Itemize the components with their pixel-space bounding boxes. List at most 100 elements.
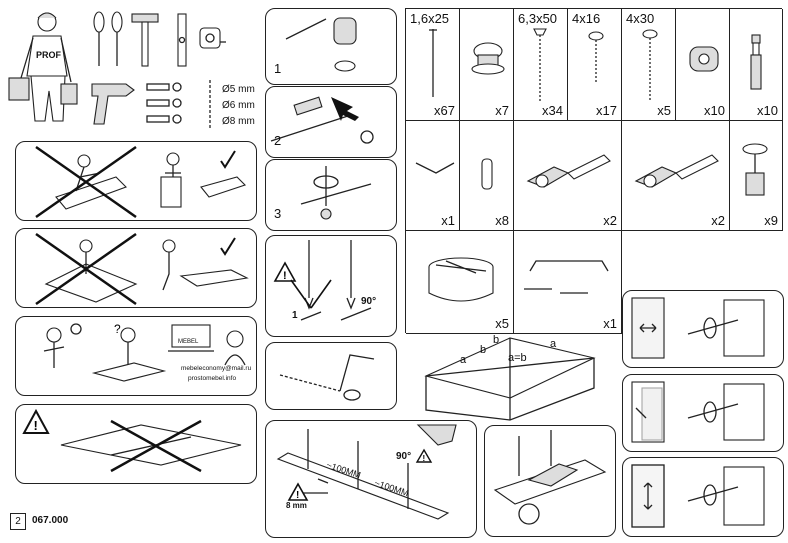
part-cell-hinge-1: x2 xyxy=(514,121,622,231)
label-b1: b xyxy=(493,334,500,346)
door-adjust-panel-3 xyxy=(622,457,784,537)
step-2-panel: 2 xyxy=(265,86,397,158)
cam-lock-icon xyxy=(689,46,719,72)
panel-dont-drag xyxy=(15,141,257,221)
confirmat-screw-wrench-illustration xyxy=(279,354,375,401)
screwdriver-angle-illustration xyxy=(290,240,372,321)
person-with-boards-figure: ? xyxy=(91,322,167,382)
part-cell-cam-cap: x7 xyxy=(460,9,514,121)
hammer-icon xyxy=(131,13,159,67)
step-3-panel: 3 xyxy=(265,159,397,231)
warning-triangle-icon: ! xyxy=(415,448,433,463)
parts-table: 1,6x25 x67 x7 6,3x50 x34 4x16 x17 4x30 x… xyxy=(405,8,783,334)
part-cell-screw-4x30: 4x30 x5 xyxy=(622,9,676,121)
round-foot-icon xyxy=(428,257,494,302)
handle-icon xyxy=(524,260,609,294)
drill-size-6: Ø6 mm xyxy=(222,100,255,111)
contact-site[interactable]: prostomebel.info xyxy=(188,375,237,382)
screwdriver-icon xyxy=(93,11,105,66)
part-qty: x10 xyxy=(704,103,725,118)
contact-email[interactable]: mebeleconomy@mail.ru xyxy=(181,365,252,372)
hinge-mount-illustration xyxy=(493,430,607,525)
warning-triangle-icon: ! xyxy=(22,408,50,434)
part-qty: x9 xyxy=(764,213,778,228)
part-qty: x34 xyxy=(542,103,563,118)
part-cell-dowel: x8 xyxy=(460,121,514,231)
part-qty: x7 xyxy=(495,103,509,118)
nail-icon xyxy=(429,29,437,97)
nail-angle: 90° xyxy=(396,451,412,462)
wrong-lifting-figure xyxy=(35,145,137,219)
support-operator-figure xyxy=(224,330,246,366)
wrong-standing-figure xyxy=(35,232,138,306)
drill-bit-icon xyxy=(209,80,211,128)
tools-section: PROF Ø5 mm Ø6 mm Ø8 mm xyxy=(0,0,260,135)
part-cell-cam-lock: x10 xyxy=(676,9,730,121)
confused-person-figure xyxy=(43,323,82,368)
part-qty: x5 xyxy=(657,103,671,118)
label-a1: a xyxy=(550,338,557,350)
screwing-angle-panel: ! 1 90° xyxy=(265,235,397,337)
part-qty: x17 xyxy=(596,103,617,118)
door-adjust-panel-1 xyxy=(622,290,784,368)
cam-lock-illustration xyxy=(285,17,357,72)
part-size: 4x30 xyxy=(626,11,655,26)
part-qty: x1 xyxy=(441,213,455,228)
drill-size-8: Ø8 mm xyxy=(222,116,255,127)
part-qty: x1 xyxy=(603,316,617,331)
label-b2: b xyxy=(480,344,487,356)
page-number-box: 2 xyxy=(10,513,26,530)
part-size: 1,6x25 xyxy=(410,11,450,26)
svg-text:!: ! xyxy=(283,270,287,282)
leveler-foot-icon xyxy=(742,143,768,196)
part-qty: x5 xyxy=(495,316,509,331)
nail-depth: 8 mm xyxy=(286,501,307,510)
part-size: 6,3x50 xyxy=(518,11,558,26)
hinge-icon xyxy=(634,154,719,188)
boards-on-floor-illustration xyxy=(60,419,242,473)
back-panel-nailing-illustration xyxy=(276,424,457,520)
svg-text:?: ? xyxy=(114,322,121,336)
part-size: 4x16 xyxy=(572,11,601,26)
part-qty: x8 xyxy=(495,213,509,228)
angle-90: 90° xyxy=(361,296,377,307)
door-depth-adjust-illustration xyxy=(631,381,765,443)
step-1-panel: 1 xyxy=(265,8,397,85)
step-3-number: 3 xyxy=(274,206,282,221)
warning-triangle-icon: ! xyxy=(273,261,297,282)
bits-icon xyxy=(146,82,182,124)
part-cell-handle: x1 xyxy=(514,231,622,334)
part-cell-nail: 1,6x25 x67 xyxy=(406,9,460,121)
cam-turn-illustration xyxy=(300,166,372,220)
confirmat-screw-icon xyxy=(533,28,547,103)
dowel-icon xyxy=(481,158,493,190)
hinge-icon xyxy=(526,154,611,188)
correct-lifting-figure xyxy=(160,150,247,208)
step-2-number: 2 xyxy=(274,133,282,148)
screw-short-icon xyxy=(588,31,604,82)
level-icon xyxy=(177,13,187,67)
part-qty: x2 xyxy=(603,213,617,228)
part-cell-confirmat: 6,3x50 x34 xyxy=(514,9,568,121)
part-cell-leveler: x9 xyxy=(730,121,783,231)
svg-text:!: ! xyxy=(296,490,299,501)
label-eq: a=b xyxy=(508,352,527,364)
worker-shirt-text: PROF xyxy=(36,50,62,60)
svg-text:!: ! xyxy=(34,418,38,433)
document-code: 067.000 xyxy=(32,515,69,526)
nailing-panel: ~100MM ~100MM ! 8 mm 90° ! xyxy=(265,420,477,538)
screw-long-icon xyxy=(642,29,658,100)
tape-measure-icon xyxy=(199,27,226,49)
angle-count: 1 xyxy=(292,310,298,321)
laptop-brand: MEBEL xyxy=(178,339,199,345)
screwdriver-icon xyxy=(111,11,123,66)
door-height-adjust-illustration xyxy=(631,464,765,528)
cam-pin-insert-illustration xyxy=(270,96,374,144)
part-qty: x67 xyxy=(434,103,455,118)
page-number: 2 xyxy=(15,516,21,527)
drill-size-5: Ø5 mm xyxy=(222,84,255,95)
step-1-number: 1 xyxy=(274,61,282,76)
panel-warning-boards: ! xyxy=(15,404,257,484)
diagonal-check-section: b a a=b b a xyxy=(420,334,600,421)
frame-diagonal-illustration xyxy=(424,337,596,421)
